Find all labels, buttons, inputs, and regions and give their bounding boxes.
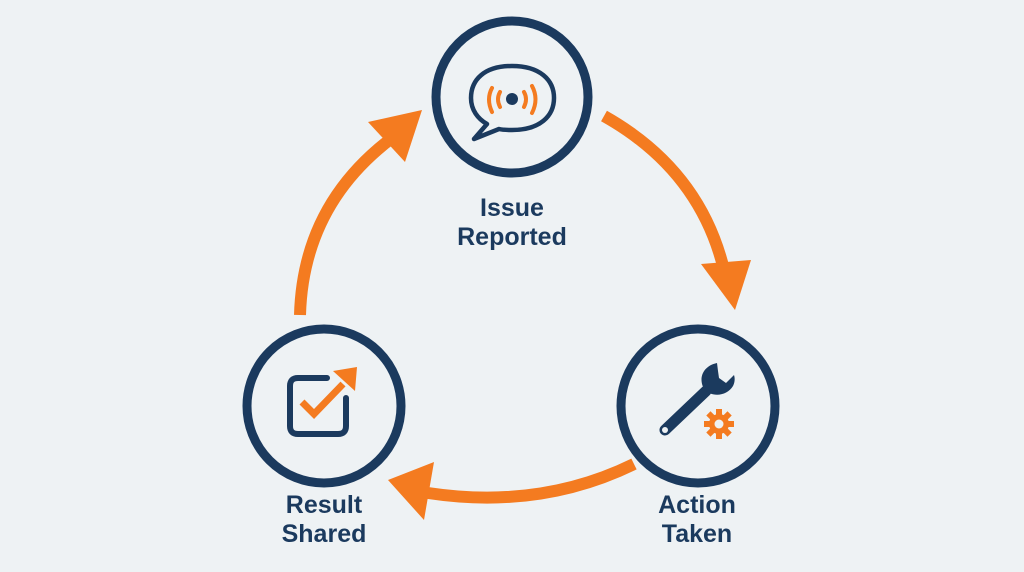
arrow-result-to-issue [294,110,422,316]
speech-bubble-signal-icon [468,63,557,142]
label-line: Shared [281,520,367,548]
node-issue-reported [431,16,593,178]
label-line: Issue [480,194,544,222]
label-issue-reported: Issue Reported [412,194,612,252]
node-result-shared [242,324,406,488]
checkbox-arrow-icon [287,367,357,437]
node-action-taken [616,324,780,488]
label-line: Reported [457,223,567,251]
arrow-action-to-result [388,458,637,520]
label-action-taken: Action Taken [597,491,797,549]
wrench-gear-icon [659,363,735,439]
label-line: Taken [661,520,733,548]
arrow-issue-to-action [601,110,751,310]
label-line: Action [658,491,736,519]
label-line: Result [285,491,363,519]
label-result-shared: Result Shared [224,491,424,549]
